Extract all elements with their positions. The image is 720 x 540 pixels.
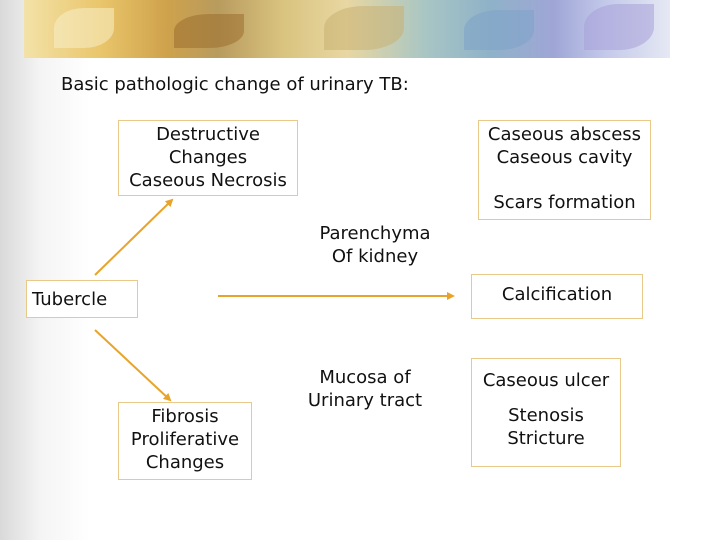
flower-decoration [464,10,534,50]
mucosa-line-2: Urinary tract [307,390,423,411]
parenchyma-label: Parenchyma Of kidney [300,222,450,268]
calcification-box: Calcification [471,274,643,319]
destructive-line-1: Destructive [156,124,260,145]
stenosis-line-2: Stricture [507,428,585,449]
caseous-abscess-line-1: Caseous abscess [487,124,642,145]
caseous-abscess-line-2: Caseous cavity [496,147,633,168]
caseous-abscess-box: Caseous abscess Caseous cavity Scars for… [478,120,651,220]
parenchyma-line-1: Parenchyma [319,223,431,244]
caseous-ulcer-label: Caseous ulcer [482,370,610,391]
fibrosis-line-1: Fibrosis [151,406,219,427]
mucosa-line-1: Mucosa of [319,367,411,388]
calcification-label: Calcification [501,284,613,305]
scars-formation: Scars formation [493,192,636,213]
leaf-decoration [54,8,114,48]
arrow-tubercle-to-destructive [94,198,174,276]
page-title: Basic pathologic change of urinary TB: [61,74,409,95]
decorative-banner [24,0,670,58]
tubercle-label: Tubercle [32,289,108,310]
arrow-tubercle-to-fibrosis [94,329,172,402]
tubercle-box: Tubercle [26,280,138,318]
caseous-ulcer-box: Caseous ulcer Stenosis Stricture [471,358,621,467]
leaf-decoration [174,14,244,48]
stenosis-line-1: Stenosis [508,405,584,426]
fibrosis-line-3: Changes [145,452,225,473]
parenchyma-line-2: Of kidney [331,246,419,267]
leaf-decoration [324,6,404,50]
flower-decoration [584,4,654,50]
mucosa-label: Mucosa of Urinary tract [290,366,440,412]
destructive-line-2: Changes [168,147,248,168]
destructive-changes-box: Destructive Changes Caseous Necrosis [118,120,298,196]
fibrosis-line-2: Proliferative [130,429,240,450]
fibrosis-box: Fibrosis Proliferative Changes [118,402,252,480]
destructive-line-3: Caseous Necrosis [129,170,287,191]
